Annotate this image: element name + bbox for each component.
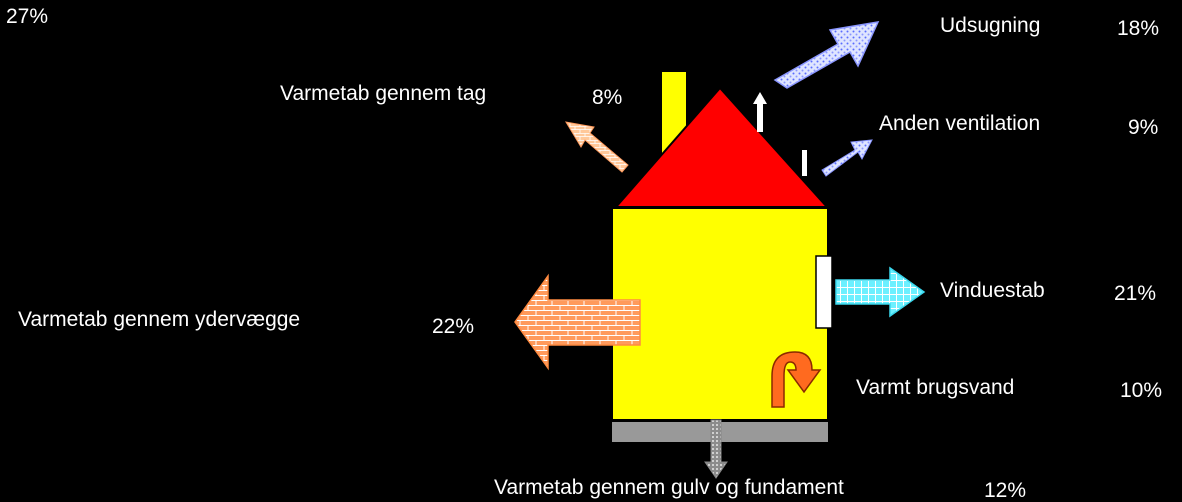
vent-pipe-right bbox=[802, 150, 807, 176]
floor-loss-value: 12% bbox=[984, 479, 1027, 502]
hot-water-value: 10% bbox=[1120, 379, 1163, 402]
exhaust-arrow bbox=[773, 21, 880, 89]
window-loss-label: Vinduestab bbox=[940, 279, 1045, 302]
walls-loss-label: Varmetab gennem ydervægge bbox=[18, 308, 301, 331]
roof bbox=[613, 86, 830, 208]
floor-arrow bbox=[704, 419, 728, 479]
window-loss-value: 21% bbox=[1114, 282, 1157, 305]
vent-pipe-left bbox=[757, 104, 763, 132]
exhaust-value: 18% bbox=[1117, 17, 1160, 40]
exhaust-label: Udsugning bbox=[940, 14, 1041, 37]
roof-loss-label: Varmetab gennem tag bbox=[280, 82, 487, 105]
roof-arrow bbox=[565, 121, 629, 173]
house-wall bbox=[611, 207, 829, 421]
hot-water-arrow bbox=[771, 351, 822, 408]
corner-percentage: 27% bbox=[6, 5, 49, 28]
ventilation-value: 9% bbox=[1128, 116, 1159, 139]
walls-arrow bbox=[514, 273, 641, 371]
hot-water-label: Varmt brugsvand bbox=[856, 376, 1015, 399]
window bbox=[815, 255, 833, 329]
window-arrow bbox=[835, 266, 926, 318]
ventilation-label: Anden ventilation bbox=[879, 112, 1041, 135]
roof-loss-value: 8% bbox=[592, 86, 623, 109]
walls-loss-value: 22% bbox=[432, 315, 475, 338]
ventilation-arrow bbox=[821, 139, 873, 177]
floor-loss-label: Varmetab gennem gulv og fundament bbox=[494, 476, 844, 499]
